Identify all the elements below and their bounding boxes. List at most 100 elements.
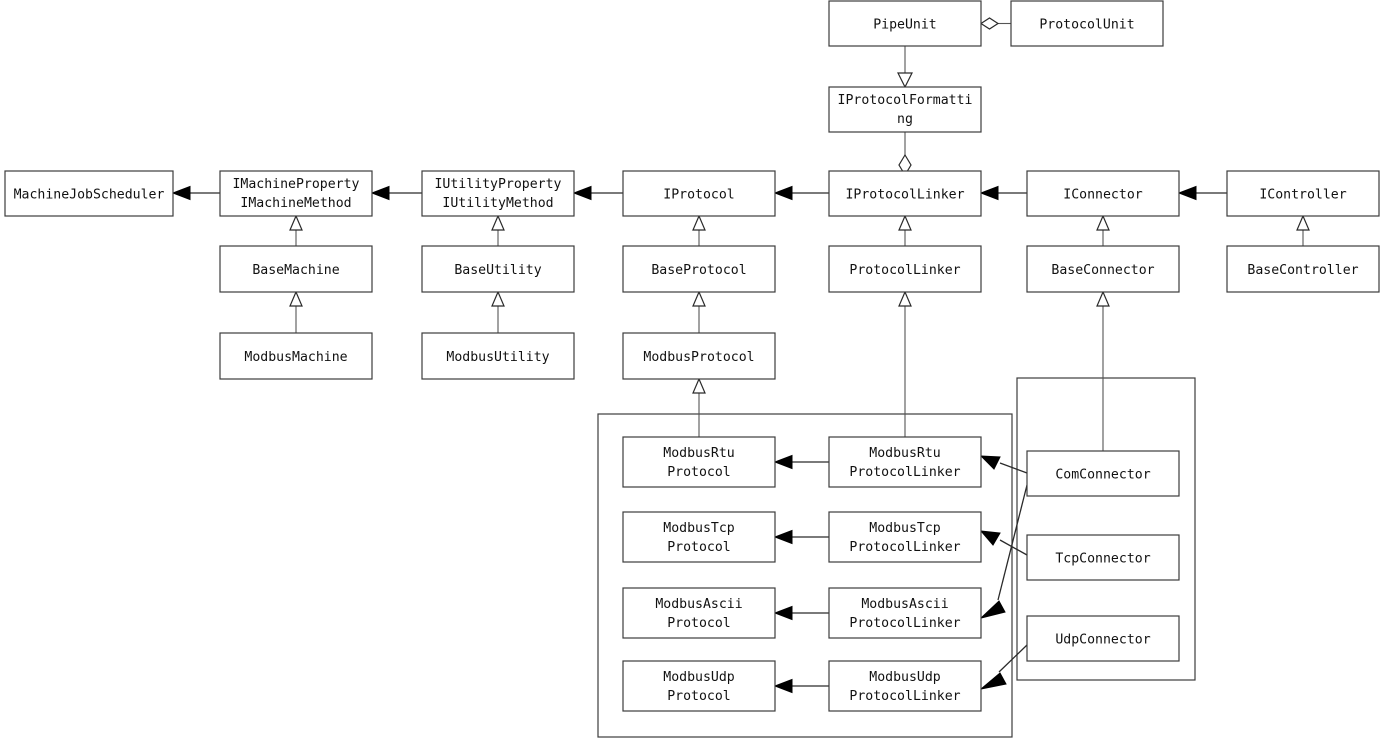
class-box-iconnector[interactable] <box>1026 170 1180 217</box>
class-box-icontroller[interactable] <box>1226 170 1380 217</box>
generalization-arrowhead-baseconnector <box>1096 290 1110 307</box>
class-node-iprotocollinker[interactable]: IProtocolLinker <box>828 170 982 217</box>
class-box-modbusrtulinker[interactable] <box>828 436 982 488</box>
realization-arrowhead-iutilityproperty <box>491 214 505 231</box>
class-box-pipeunit[interactable] <box>828 0 982 47</box>
class-node-modbustcplinker[interactable]: ModbusTcp ProtocolLinker <box>828 511 982 563</box>
generalization-arrowhead-basemachine <box>289 290 303 307</box>
class-node-modbusasciilinker[interactable]: ModbusAscii ProtocolLinker <box>828 587 982 639</box>
class-node-modbusrtulinker[interactable]: ModbusRtu ProtocolLinker <box>828 436 982 488</box>
arrowhead-iconnector <box>1177 185 1197 201</box>
class-box-modbusprotocol[interactable] <box>622 332 776 380</box>
class-label-modbustcplinker-line1: ModbusTcp <box>869 521 941 536</box>
class-box-baseconnector[interactable] <box>1026 245 1180 293</box>
class-box-machinejobscheduler[interactable] <box>4 170 174 217</box>
class-label-udpconnector: UdpConnector <box>1055 633 1150 648</box>
class-label-modbusasciiprotocol-line1: ModbusAscii <box>655 597 742 612</box>
class-box-iutilityproperty[interactable] <box>421 170 575 217</box>
class-label-imachineproperty-line1: IMachineProperty <box>232 177 359 192</box>
class-box-udpconnector[interactable] <box>1026 615 1180 662</box>
class-box-imachineproperty[interactable] <box>219 170 373 217</box>
class-node-modbustcpprotocol[interactable]: ModbusTcp Protocol <box>622 511 776 563</box>
class-box-iprotocollinker[interactable] <box>828 170 982 217</box>
class-node-imachineproperty[interactable]: IMachineProperty IMachineMethod <box>219 170 373 217</box>
class-box-modbusasciilinker[interactable] <box>828 587 982 639</box>
class-node-iprotocol[interactable]: IProtocol <box>622 170 776 217</box>
class-label-modbusudpprotocol-line1: ModbusUdp <box>663 670 735 685</box>
generalization-arrowhead-protocollinker <box>898 290 912 307</box>
class-node-protocolunit[interactable]: ProtocolUnit <box>1010 0 1164 47</box>
class-box-modbusudplinker[interactable] <box>828 660 982 712</box>
realization-arrowhead-iconnector <box>1096 214 1110 231</box>
class-box-baseutility[interactable] <box>421 245 575 293</box>
class-node-udpconnector[interactable]: UdpConnector <box>1026 615 1180 662</box>
class-label-tcpconnector: TcpConnector <box>1055 552 1150 567</box>
class-label-modbusrtulinker-line2: ProtocolLinker <box>849 465 960 480</box>
class-label-modbustcpprotocol-line2: Protocol <box>667 540 731 555</box>
class-box-comconnector[interactable] <box>1026 450 1180 497</box>
class-node-iutilityproperty[interactable]: IUtilityProperty IUtilityMethod <box>421 170 575 217</box>
arrowhead-tcplinker-from-tcpconnector <box>979 530 1001 546</box>
class-box-protocolunit[interactable] <box>1010 0 1164 47</box>
class-box-tcpconnector[interactable] <box>1026 534 1180 581</box>
generalization-arrowhead-modbusprotocol <box>692 377 706 394</box>
class-node-baseutility[interactable]: BaseUtility <box>421 245 575 293</box>
class-box-protocollinker[interactable] <box>828 245 982 293</box>
class-node-modbusutility[interactable]: ModbusUtility <box>421 332 575 380</box>
class-node-iprotocolformatting[interactable]: IProtocolFormatti ng <box>828 86 982 133</box>
class-node-modbusudplinker[interactable]: ModbusUdp ProtocolLinker <box>828 660 982 712</box>
class-node-modbusmachine[interactable]: ModbusMachine <box>219 332 373 380</box>
class-node-modbusprotocol[interactable]: ModbusProtocol <box>622 332 776 380</box>
class-label-iprotocolformatting-line2: ng <box>897 112 913 127</box>
arrowhead-rtulinker-from-comconnector <box>979 455 1001 470</box>
class-label-baseutility: BaseUtility <box>454 263 541 278</box>
class-label-iutilityproperty-line2: IUtilityMethod <box>442 196 553 211</box>
class-label-modbusrtulinker-line1: ModbusRtu <box>869 446 940 461</box>
class-label-iconnector: IConnector <box>1063 188 1142 203</box>
class-node-protocollinker[interactable]: ProtocolLinker <box>828 245 982 293</box>
class-node-icontroller[interactable]: IController <box>1226 170 1380 217</box>
class-label-modbusutility: ModbusUtility <box>446 350 549 365</box>
class-box-modbustcpprotocol[interactable] <box>622 511 776 563</box>
class-node-baseprotocol[interactable]: BaseProtocol <box>622 245 776 293</box>
class-label-baseprotocol: BaseProtocol <box>651 263 746 278</box>
arrowhead-modbusudpprotocol <box>773 678 793 694</box>
edge-comconnector-rtulinker <box>999 462 1028 474</box>
arrowhead-machinejobscheduler <box>171 185 191 201</box>
class-label-icontroller: IController <box>1259 188 1346 203</box>
class-box-modbusudpprotocol[interactable] <box>622 660 776 712</box>
class-node-modbusasciiprotocol[interactable]: ModbusAscii Protocol <box>622 587 776 639</box>
class-node-modbusrtuprotocol[interactable]: ModbusRtu Protocol <box>622 436 776 488</box>
class-label-modbusmachine: ModbusMachine <box>244 350 347 365</box>
class-label-modbusrtuprotocol-line2: Protocol <box>667 465 731 480</box>
class-node-basemachine[interactable]: BaseMachine <box>219 245 373 293</box>
class-node-machinejobscheduler[interactable]: MachineJobScheduler <box>4 170 174 217</box>
class-box-modbusmachine[interactable] <box>219 332 373 380</box>
class-box-modbusasciiprotocol[interactable] <box>622 587 776 639</box>
edge-udpconnector-udplinker <box>998 644 1028 673</box>
class-node-comconnector[interactable]: ComConnector <box>1026 450 1180 497</box>
class-box-basemachine[interactable] <box>219 245 373 293</box>
class-node-basecontroller[interactable]: BaseController <box>1226 245 1380 293</box>
class-box-iprotocol[interactable] <box>622 170 776 217</box>
class-box-modbusutility[interactable] <box>421 332 575 380</box>
realization-arrowhead-icontroller <box>1296 214 1310 231</box>
class-node-pipeunit[interactable]: PipeUnit <box>828 0 982 47</box>
arrowhead-modbustcpprotocol <box>773 529 793 545</box>
class-box-modbustcplinker[interactable] <box>828 511 982 563</box>
class-box-baseprotocol[interactable] <box>622 245 776 293</box>
arrowhead-iutilityproperty <box>572 185 592 201</box>
edge-tcpconnector-tcplinker <box>999 539 1028 556</box>
class-node-iconnector[interactable]: IConnector <box>1026 170 1180 217</box>
arrowhead-modbusasciiprotocol <box>773 605 793 621</box>
class-node-modbusudpprotocol[interactable]: ModbusUdp Protocol <box>622 660 776 712</box>
class-label-protocolunit: ProtocolUnit <box>1039 18 1134 33</box>
class-box-modbusrtuprotocol[interactable] <box>622 436 776 488</box>
class-label-modbusudpprotocol-line2: Protocol <box>667 689 731 704</box>
class-box-iprotocolformatting[interactable] <box>828 86 982 133</box>
class-box-basecontroller[interactable] <box>1226 245 1380 293</box>
class-label-machinejobscheduler: MachineJobScheduler <box>14 188 165 203</box>
class-node-baseconnector[interactable]: BaseConnector <box>1026 245 1180 293</box>
class-node-tcpconnector[interactable]: TcpConnector <box>1026 534 1180 581</box>
